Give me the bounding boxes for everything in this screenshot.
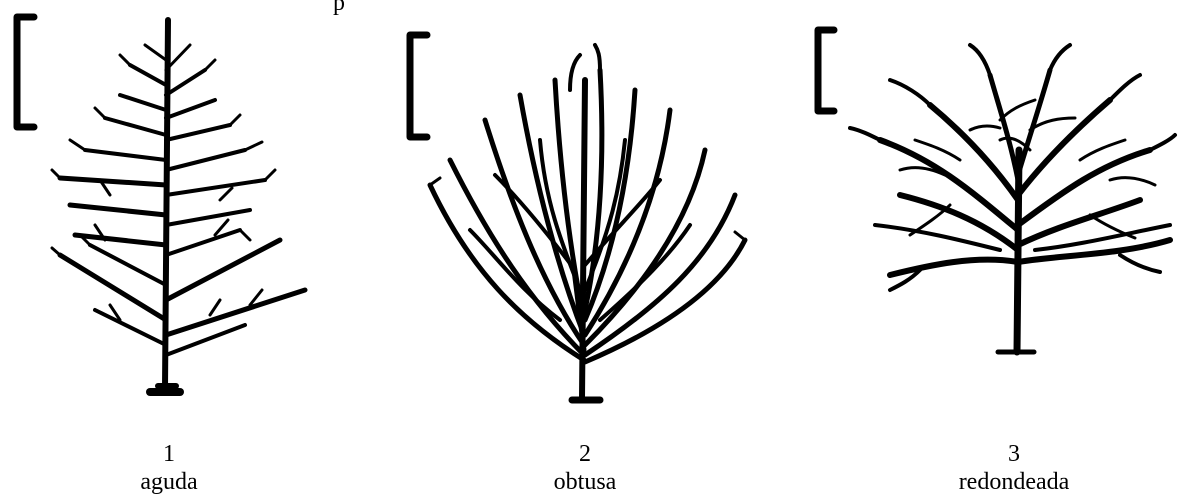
tree-obtusa-icon <box>430 45 745 400</box>
figure-label-obtusa: obtusa <box>465 468 705 496</box>
caption-obtusa: 2 obtusa <box>465 440 705 496</box>
figure-label-aguda: aguda <box>49 468 289 496</box>
tree-redondeada-icon <box>850 45 1175 352</box>
caption-aguda: 1 aguda <box>49 440 289 496</box>
figure-number-3: 3 <box>894 440 1134 468</box>
caption-redondeada: 3 redondeada <box>894 440 1134 496</box>
scale-bracket-3 <box>818 30 834 111</box>
scale-bracket-1 <box>17 17 34 127</box>
figure-number-1: 1 <box>49 440 289 468</box>
scale-bracket-2 <box>410 35 427 137</box>
figure-number-2: 2 <box>465 440 705 468</box>
figure-label-redondeada: redondeada <box>894 468 1134 496</box>
tree-aguda-icon <box>52 20 305 392</box>
